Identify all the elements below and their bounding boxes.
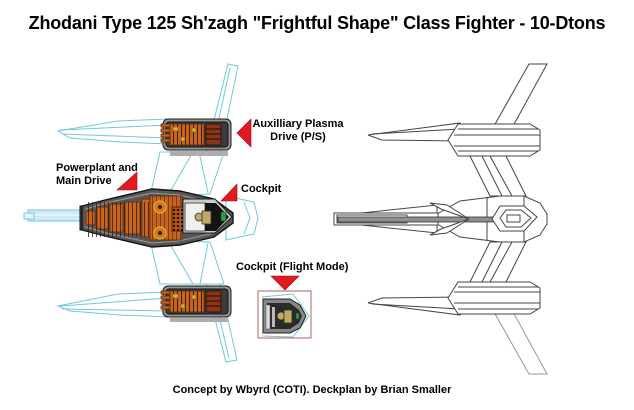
fighter-lineart-view xyxy=(333,63,548,375)
plasma-drive-pointer-arrow xyxy=(236,118,252,148)
cockpit-pointer-arrow xyxy=(220,183,238,202)
fighter-deckplan-view xyxy=(23,63,259,363)
lineart-upper-fin xyxy=(493,63,548,129)
upper-left-wing xyxy=(56,118,169,145)
label-cockpit: Cockpit xyxy=(241,183,282,195)
lineart-lower-fin xyxy=(493,309,548,375)
lineart-lower-pod xyxy=(447,281,541,315)
label-cockpit-flight-mode: Cockpit (Flight Mode) xyxy=(236,261,349,273)
pod-shadow xyxy=(170,318,228,322)
label-powerplant-line1: Powerplant and xyxy=(56,162,138,174)
powerplant-machinery xyxy=(85,195,189,241)
canopy-display xyxy=(220,211,227,222)
lineart-cockpit xyxy=(491,205,538,232)
page-title: Zhodani Type 125 Sh'zagh "Frightful Shap… xyxy=(28,13,606,33)
lineart-upper-strut xyxy=(469,155,527,197)
lineart-lower-strut xyxy=(469,241,527,283)
label-aux-plasma-line2: Drive (P/S) xyxy=(270,131,326,143)
credit-line: Concept by Wbyrd (COTI). Deckplan by Bri… xyxy=(172,384,452,396)
flight-mode-pointer-arrow xyxy=(270,275,300,291)
cockpit-section xyxy=(182,198,233,234)
lineart-upper-pod xyxy=(447,123,541,157)
label-aux-plasma-drive: Auxilliary Plasma Drive (P/S) xyxy=(250,118,346,144)
powerplant-pointer-arrow xyxy=(116,171,138,191)
label-powerplant-main-drive: Powerplant and Main Drive xyxy=(56,162,138,188)
pod-shadow xyxy=(170,151,228,156)
label-aux-plasma-line1: Auxilliary Plasma xyxy=(252,118,344,130)
label-powerplant-line2: Main Drive xyxy=(56,175,112,187)
tail-panels xyxy=(225,195,259,241)
cockpit-flight-mode-inset xyxy=(257,290,312,339)
